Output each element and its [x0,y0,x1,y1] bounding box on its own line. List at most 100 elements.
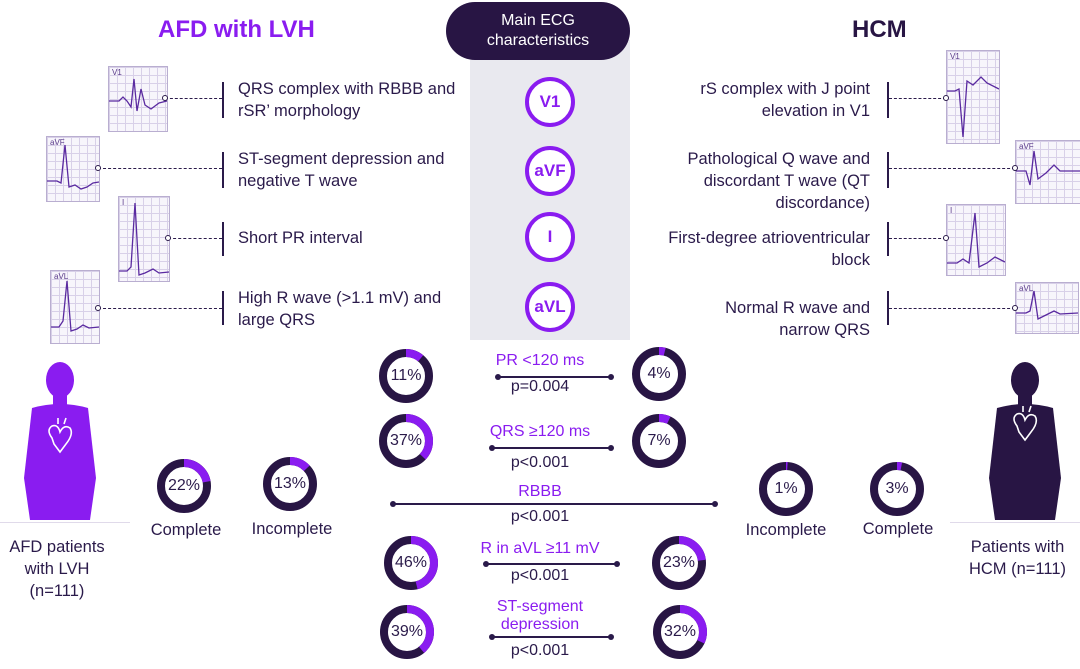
hcm-connector-3 [889,238,946,239]
comparison-st: ST-segment depression [470,598,610,634]
donut-value-arc [384,536,438,590]
afd-bracket-1 [222,82,224,118]
comparison-pr-p: p=0.004 [510,378,570,395]
ecg-lead-label: aVF [1019,142,1034,151]
donut-value-arc [759,462,813,516]
ecg-trace-icon [1016,290,1078,320]
hcm-st-donut: 32% [648,600,712,664]
hcm-feature-avl: Normal R wave and narrow QRS [725,299,870,339]
comparison-pr-endpoint [495,374,501,380]
lead-avl-badge: aVL [525,282,575,332]
donut-value-arc [653,605,707,659]
donut-percentage-label: 39% [390,623,424,640]
hcm-connector-dot-1 [943,95,949,101]
comparison-st-endpoint [608,634,614,640]
hcm-qrs-donut: 7% [627,409,691,473]
donut-percentage-label: 11% [390,367,422,384]
afd-feature-v1: QRS complex with RBBB and rSR’ morpholog… [238,80,456,120]
hcm-rbbb-complete-donut: 3% [865,457,929,521]
hcm-ravl-donut: 23% [647,531,711,595]
rbbb-label: RBBB [518,483,562,500]
hcm-rbbb-incomplete-label: Incomplete [745,521,827,539]
comparison-qrs-endpoint [608,445,614,451]
ecg-lead-label: I [122,198,125,207]
hcm-connector-4 [889,308,1015,309]
comparison-ravl-endpoint [614,561,620,567]
hcm-connector-dot-4 [1012,305,1018,311]
afd-feature-i: Short PR interval [238,229,363,247]
hcm-rbbb-complete-label: Complete [862,520,934,538]
ecg-lead-label: V1 [112,68,122,77]
comparison-qrs: QRS ≥120 ms [470,423,610,441]
donut-value-arc [632,347,686,401]
afd-ecg-avf-thumbnail: aVF [46,136,100,202]
rbbb-endpoint [712,501,718,507]
ecg-trace-icon [109,78,167,112]
donut-percentage-label: 23% [662,554,696,571]
lead-v1-badge: V1 [525,77,575,127]
comparison-ravl-endpoint [483,561,489,567]
heart-icon [1013,405,1038,442]
afd-rbbb-incomplete-donut: 13% [258,452,322,516]
comparison-pr-endpoint [608,374,614,380]
donut-percentage-label: 13% [273,475,307,492]
hcm-bracket-2 [887,152,889,188]
afd-st-donut: 39% [375,600,439,664]
donut-percentage-label: 4% [647,365,671,382]
donut-percentage-label: 22% [167,477,201,494]
afd-connector-3 [168,238,222,239]
donut-value-arc [652,536,706,590]
hcm-ecg-i-thumbnail: I [946,204,1006,276]
afd-connector-1 [165,98,222,99]
ecg-trace-icon [119,202,169,276]
donut-percentage-label: 7% [647,432,671,449]
main-ecg-characteristics-header: Main ECG characteristics [446,2,630,60]
hcm-patients-label: Patients with HCM (n=111) [968,538,1067,578]
hcm-feature-avf: Pathological Q wave and discordant T wav… [687,150,870,212]
donut-value-arc [870,462,924,516]
donut-value-arc [380,605,434,659]
afd-feature-avf: ST-segment depression and negative T wav… [238,150,445,190]
afd-rbbb-complete-label: Complete [150,521,222,539]
ecg-trace-icon [47,144,99,190]
afd-rbbb-complete-donut: 22% [152,454,216,518]
ecg-lead-label: aVL [1019,284,1034,293]
lead-i-badge: I [525,212,575,262]
comparison-qrs-p: p<0.001 [510,454,570,471]
afd-feature-avl: High R wave (>1.1 mV) and large QRS [238,289,442,329]
hcm-heading: HCM [852,16,907,43]
comparison-ravl-line [486,563,617,565]
afd-ecg-v1-thumbnail: V1 [108,66,168,132]
hcm-pr-donut: 4% [627,342,691,406]
donut-value-arc [157,459,211,513]
hcm-patient-figure-icon [989,362,1061,520]
comparison-name: R in aVL ≥11 mV [480,540,600,557]
afd-bracket-4 [222,291,224,325]
afd-qrs-donut: 37% [374,409,438,473]
afd-connector-dot-3 [165,235,171,241]
rbbb-p: p<0.001 [510,508,570,525]
ecg-trace-icon [51,280,99,332]
ecg-lead-label: I [950,206,953,215]
hcm-bracket-1 [887,82,889,118]
comparison-qrs-line [492,447,611,449]
afd-patients-label: AFD patients with LVH (n=111) [9,538,105,600]
rbbb-endpoint [390,501,396,507]
donut-percentage-label: 3% [885,480,909,497]
hcm-connector-1 [889,98,946,99]
donut-value-arc [379,414,433,468]
afd-ground-line [0,522,130,523]
ecg-trace-icon [1016,150,1080,186]
afd-connector-dot-4 [95,305,101,311]
comparison-pr: PR <120 ms [470,352,610,370]
comparison-name: ST-segment depression [496,598,584,633]
comparison-st-endpoint [489,634,495,640]
hcm-ecg-avl-thumbnail: aVL [1015,282,1079,334]
comparison-name: QRS ≥120 ms [489,423,591,440]
ecg-trace-icon [947,76,999,138]
afd-patient-figure-icon [24,362,96,520]
heart-icon [48,417,73,454]
hcm-bracket-4 [887,291,889,325]
hcm-connector-dot-3 [943,235,949,241]
donut-value-arc [379,349,433,403]
